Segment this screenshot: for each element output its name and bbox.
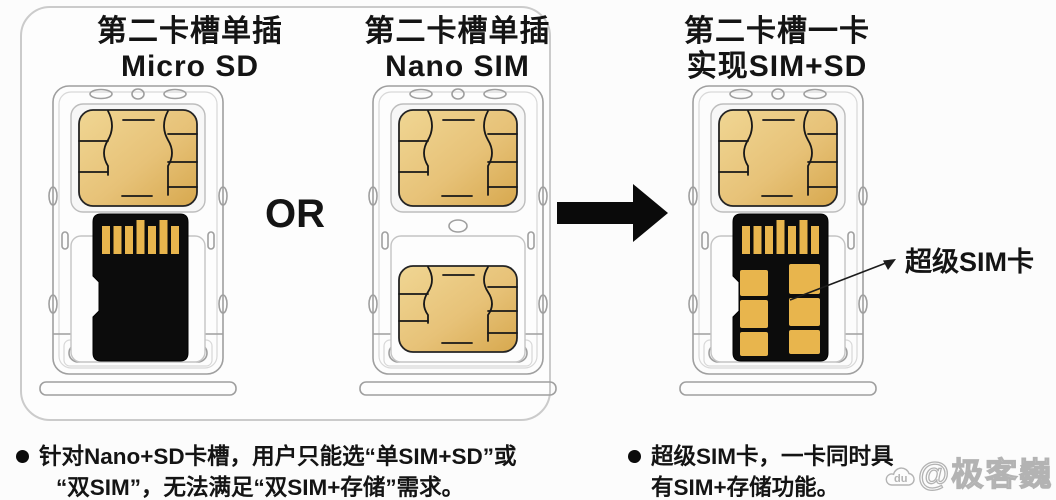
super-sim-card [732, 213, 829, 362]
bullet-line-1: 针对Nano+SD卡槽，用户只能选“单SIM+SD”或 [39, 444, 517, 469]
title-line-cn2: 实现SIM+SD [686, 50, 868, 83]
nano-sim-card [398, 109, 518, 207]
title-line-cn: 第二卡槽一卡 [684, 15, 870, 48]
bullet-text: 针对Nano+SD卡槽，用户只能选“单SIM+SD”或 “双SIM”，无法满足“… [39, 441, 517, 500]
nano-sim-card [78, 109, 198, 207]
sim-tray-dual-nano [359, 85, 557, 396]
bullet-line-2: “双SIM”，无法满足“双SIM+存储”需求。 [56, 475, 465, 500]
title-line-en: Nano SIM [385, 50, 530, 83]
bullet-text: 超级SIM卡，一卡同时具 有SIM+存储功能。 [651, 441, 894, 500]
nano-sim-card [718, 109, 838, 207]
bullet-nano-sd-limitation: 针对Nano+SD卡槽，用户只能选“单SIM+SD”或 “双SIM”，无法满足“… [16, 441, 601, 500]
sim-tray-micro-sd [39, 85, 237, 396]
sim-tray-outline [39, 85, 237, 396]
title-nano-sim: 第二卡槽单插 Nano SIM [345, 14, 570, 84]
sim-tray-super-sim [679, 85, 877, 396]
bullet-dot [16, 450, 29, 463]
bullet-line-2: 有SIM+存储功能。 [651, 475, 840, 500]
or-label: OR [265, 192, 325, 236]
title-micro-sd: 第二卡槽单插 Micro SD [30, 14, 350, 84]
nano-sim-card-second [398, 265, 518, 353]
title-sim-plus-sd: 第二卡槽一卡 实现SIM+SD [653, 14, 901, 84]
bullet-super-sim-benefit: 超级SIM卡，一卡同时具 有SIM+存储功能。 [628, 441, 1028, 500]
callout-arrow-icon [789, 259, 896, 301]
title-line-en: Micro SD [120, 50, 260, 83]
bullet-dot [628, 450, 641, 463]
title-line-cn: 第二卡槽单插 [364, 15, 551, 48]
bullet-line-1: 超级SIM卡，一卡同时具 [651, 444, 894, 469]
transform-arrow-icon [557, 184, 668, 242]
micro-sd-card [92, 213, 189, 362]
title-line-cn: 第二卡槽单插 [97, 15, 283, 48]
super-sim-callout-label: 超级SIM卡 [905, 247, 1035, 277]
